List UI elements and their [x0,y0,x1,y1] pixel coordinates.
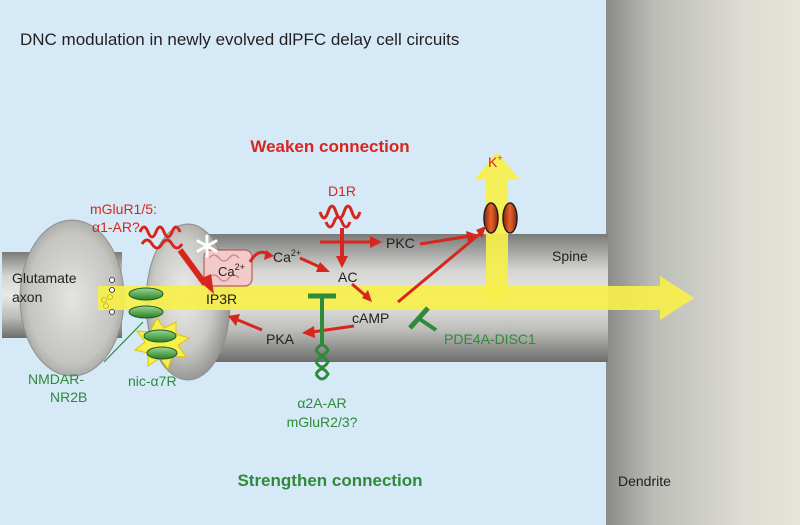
d1r-label: D1R [328,183,356,199]
ca-store-label: Ca2+ [218,262,245,279]
red-pathway-arrows [228,226,486,338]
spine-label: Spine [552,248,588,264]
ca-store [203,249,253,287]
pka-label: PKA [266,331,295,347]
signal-arrow [98,276,694,320]
glutamate-label: Glutamate [12,270,77,286]
a2a-label: α2A-AR [297,395,346,411]
a1ar-label: α1-AR? [92,219,140,235]
pde4a-inhibition [408,306,438,332]
camp-label: cAMP [352,310,389,326]
pde4a-label: PDE4A-DISC1 [444,331,536,347]
strengthen-label: Strengthen connection [237,471,422,490]
nmdar-label: NMDAR- [28,371,84,387]
mglur15-receptor-icon [138,225,184,250]
mglur-to-ip3r-arrow [177,248,208,286]
ip3r-label: IP3R [206,291,237,307]
nic-label: nic-α7R [128,373,177,389]
pkc-label: PKC [386,235,415,251]
asterisk-icon [196,234,218,258]
diagram-title: DNC modulation in newly evolved dlPFC de… [20,30,459,49]
mglur23-label: mGluR2/3? [287,414,358,430]
glutamate-vesicles [101,277,115,315]
a2a-inhibition [308,293,336,381]
dendrite-label: Dendrite [618,473,671,489]
ac-label: AC [338,269,357,285]
axon-label: axon [12,289,42,305]
nmdar-leader-line [103,321,144,363]
k-label: K+ [488,153,503,170]
k-channel-left [483,202,499,234]
ca-label: Ca2+ [273,248,301,265]
nic-a7r-receptors [143,329,178,360]
mglur-arrowhead [198,274,214,294]
mglur15-label: mGluR1/5: [90,201,157,217]
k-channel-right [502,202,518,234]
d1r-receptor-icon [318,204,362,229]
dendrite-shape [606,0,800,525]
nmdar-receptors [128,287,164,319]
nr2b-label: NR2B [50,389,87,405]
weaken-label: Weaken connection [250,137,409,156]
